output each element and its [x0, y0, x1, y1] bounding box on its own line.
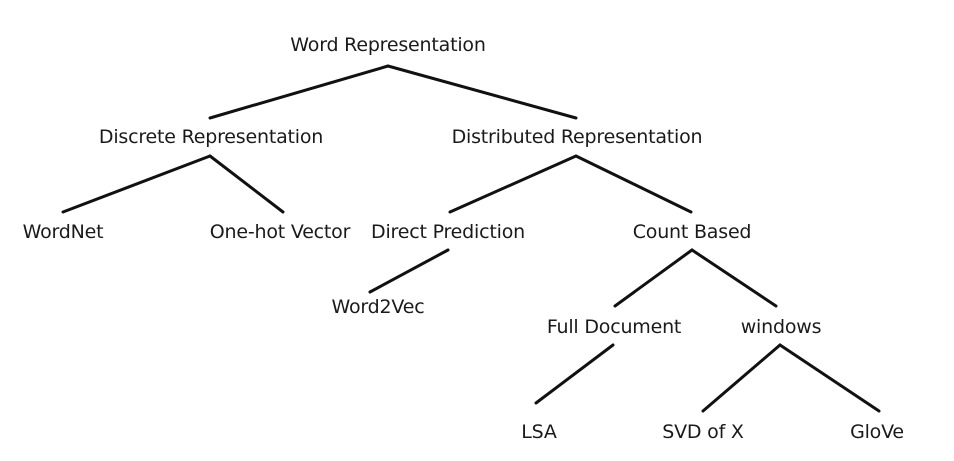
tree-node-direct-prediction: Direct Prediction — [371, 221, 525, 243]
tree-node-distributed-representation: Distributed Representation — [451, 126, 703, 148]
tree-node-word2vec: Word2Vec — [331, 296, 425, 318]
tree-edge — [368, 248, 450, 294]
tree-edge — [448, 154, 578, 214]
tree-edge — [778, 343, 881, 413]
tree-node-windows: windows — [740, 316, 822, 338]
tree-node-one-hot-vector: One-hot Vector — [209, 221, 351, 243]
tree-edge — [208, 64, 390, 120]
tree-edge — [690, 248, 778, 308]
tree-edge — [613, 248, 694, 308]
tree-node-svd-of-x: SVD of X — [662, 421, 744, 443]
tree-node-glove: GloVe — [850, 421, 904, 443]
tree-node-full-document: Full Document — [546, 316, 682, 338]
tree-edge — [61, 154, 212, 214]
tree-node-word-representation: Word Representation — [290, 34, 486, 56]
tree-edge — [534, 343, 615, 405]
tree-node-count-based: Count Based — [632, 221, 752, 243]
tree-edge — [386, 64, 578, 120]
tree-node-discrete-representation: Discrete Representation — [98, 126, 324, 148]
tree-edge — [574, 154, 693, 214]
tree-edge — [701, 343, 782, 413]
tree-edge — [208, 154, 285, 214]
tree-node-wordnet: WordNet — [22, 221, 104, 243]
tree-node-lsa: LSA — [521, 421, 557, 443]
